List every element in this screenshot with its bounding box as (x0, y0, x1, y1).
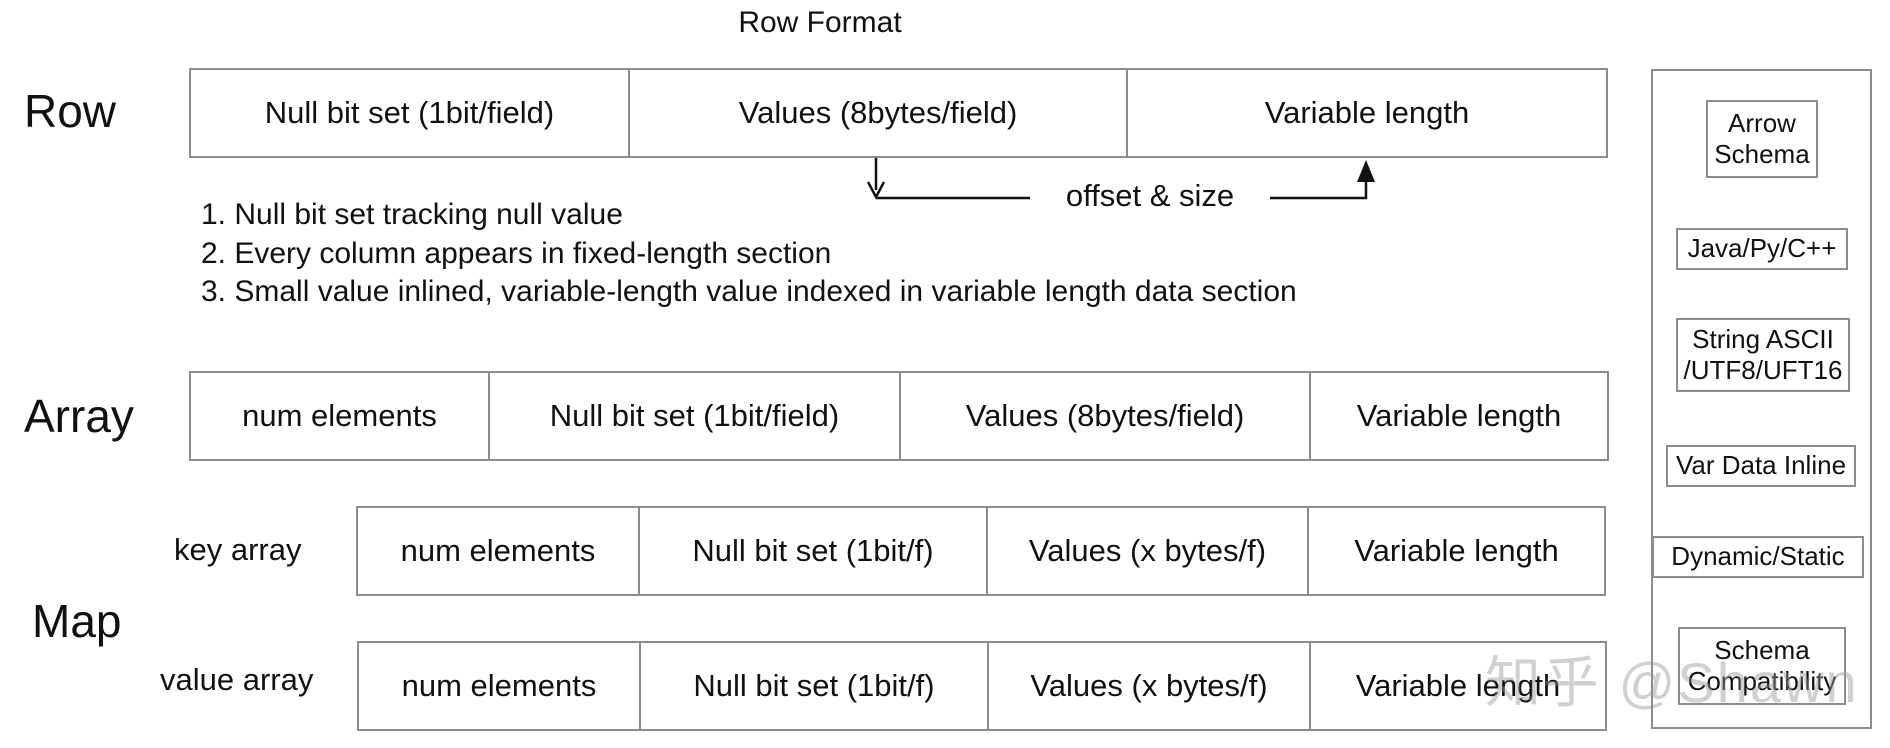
row-null-bitset-cell: Null bit set (1bit/field) (191, 70, 630, 156)
feature-string-encoding: String ASCII /UTF8/UFT16 (1676, 318, 1850, 392)
key-num-elements-cell: num elements (358, 508, 640, 594)
array-layout: num elements Null bit set (1bit/field) V… (189, 371, 1609, 461)
offset-line-right (1245, 175, 1368, 200)
array-null-bitset-cell: Null bit set (1bit/field) (490, 373, 901, 459)
features-panel: Arrow Schema Java/Py/C++ String ASCII /U… (1651, 69, 1872, 729)
value-array-label: value array (160, 662, 314, 697)
array-values-cell: Values (8bytes/field) (901, 373, 1311, 459)
value-num-elements-cell: num elements (359, 643, 641, 729)
array-label: Array (24, 390, 134, 442)
feature-languages: Java/Py/C++ (1676, 228, 1848, 270)
notes-list: 1. Null bit set tracking null value 2. E… (201, 196, 1297, 312)
key-null-bitset-cell: Null bit set (1bit/f) (640, 508, 988, 594)
row-layout: Null bit set (1bit/field) Values (8bytes… (189, 68, 1608, 158)
feature-schema-compatibility: Schema Compatibility (1678, 627, 1846, 705)
note-item: 1. Null bit set tracking null value (201, 198, 623, 231)
offset-size-label: offset & size (1030, 178, 1270, 214)
diagram-title: Row Format (738, 6, 902, 39)
watermark: 知乎 @Shawn (1485, 651, 1859, 714)
value-variable-length-cell: Variable length (1355, 668, 1561, 703)
key-variable-length-cell: Variable length (1354, 533, 1559, 568)
feature-dynamic-static: Dynamic/Static (1652, 536, 1864, 578)
feature-arrow-schema: Arrow Schema (1706, 100, 1818, 178)
row-values-cell: Values (8bytes/field) (630, 70, 1128, 156)
value-values-cell: Values (x bytes/f) (989, 643, 1311, 729)
offset-arrow-up-head (1357, 160, 1375, 182)
array-variable-length-cell: Variable length (1356, 398, 1562, 433)
note-item: 2. Every column appears in fixed-length … (201, 236, 832, 270)
key-values-cell: Values (x bytes/f) (988, 508, 1309, 594)
value-array-layout: num elements Null bit set (1bit/f) Value… (357, 641, 1607, 731)
key-array-layout: num elements Null bit set (1bit/f) Value… (356, 506, 1606, 596)
key-array-label: key array (174, 532, 302, 567)
note-item: 3. Small value inlined, variable-length … (201, 275, 1297, 308)
map-label: Map (32, 595, 122, 647)
feature-var-data-inline: Var Data Inline (1666, 445, 1856, 487)
array-num-elements-cell: num elements (191, 373, 490, 459)
row-variable-length-cell: Variable length (1264, 95, 1470, 130)
value-null-bitset-cell: Null bit set (1bit/f) (641, 643, 989, 729)
row-label: Row (24, 85, 117, 137)
